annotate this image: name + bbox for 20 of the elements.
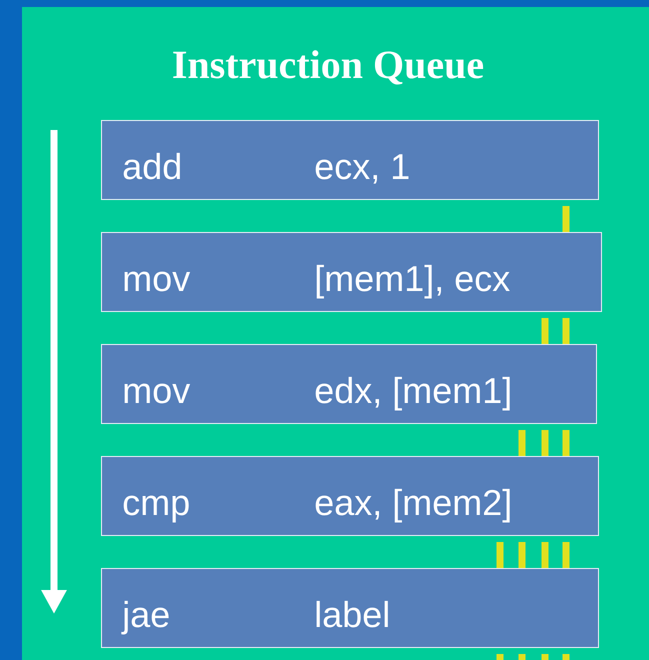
dependency-line [496, 542, 504, 568]
dependency-line [542, 654, 548, 660]
title: Instruction Queue [173, 50, 484, 84]
instruction-box: cmp eax, [mem2] [101, 456, 599, 536]
dependency-line [562, 542, 570, 568]
instruction-box: add ecx, 1 [101, 120, 599, 200]
dependency-line [542, 430, 548, 456]
dependency-line [562, 206, 570, 232]
dependency-line [496, 654, 504, 660]
dependency-line [518, 654, 526, 660]
instruction-box: jae label [101, 568, 599, 648]
dependency-line [518, 542, 526, 568]
instruction-box: mov [mem1], ecx [101, 232, 602, 312]
dependency-line [518, 430, 526, 456]
dependency-line [562, 654, 570, 660]
dependency-line [542, 318, 548, 344]
dependency-line [562, 430, 570, 456]
dependency-line [542, 542, 548, 568]
dependency-line [562, 318, 570, 344]
instruction-box: mov edx, [mem1] [101, 344, 597, 424]
